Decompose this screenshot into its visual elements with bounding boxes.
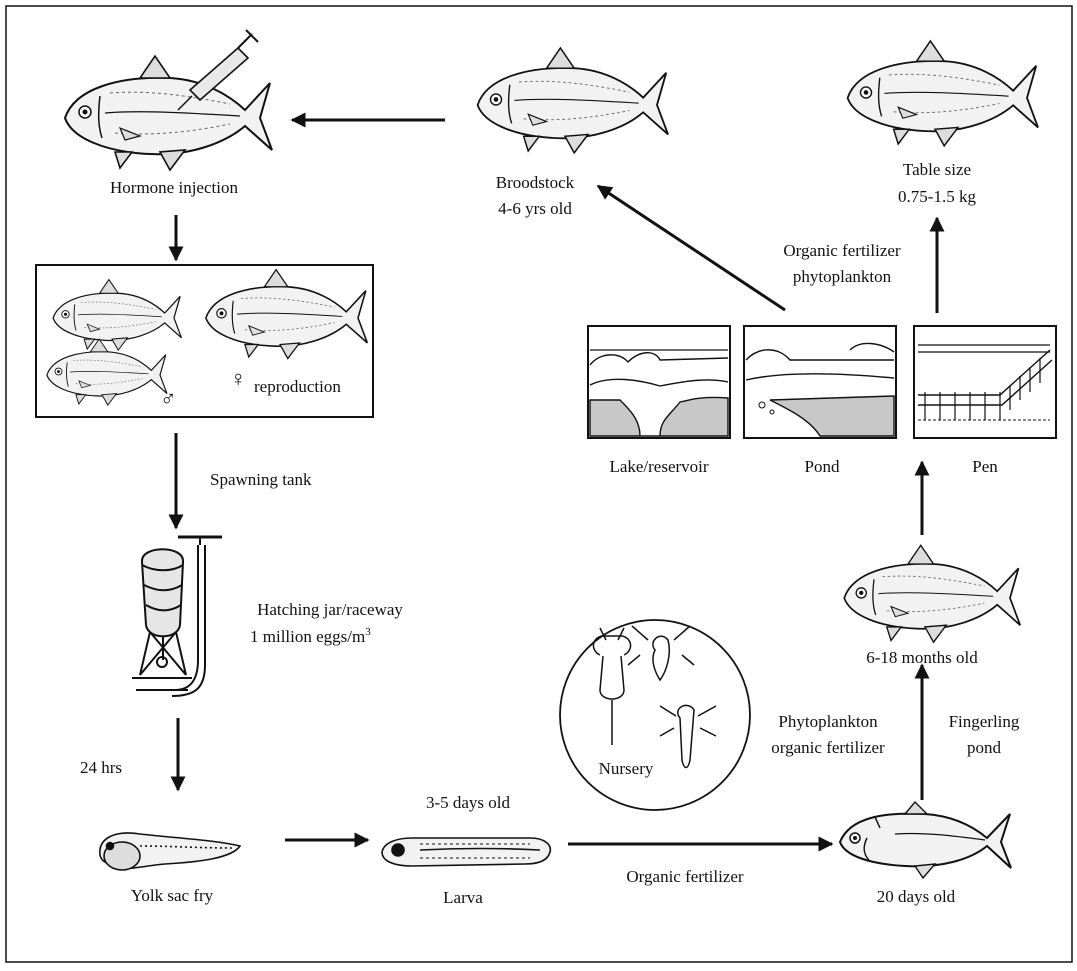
female-symbol: ♀ [230,366,247,391]
organic-fertilizer-bottom-label: Organic fertilizer [626,867,744,886]
fish-icon [206,270,367,359]
larva-label: Larva [443,888,483,907]
egg-density-label: 1 million eggs/m3 [250,626,371,646]
spawning-tank-label: Spawning tank [210,470,312,489]
table-size-weight-label: 0.75-1.5 kg [898,187,976,206]
pond-scene-icon [744,326,896,438]
hatching-jar-label: Hatching jar/raceway [257,600,403,619]
phytoplankton-nursery-label: Phytoplankton [778,712,878,731]
hatching-jar-icon [132,537,222,696]
months-old-label: 6-18 months old [866,648,978,667]
reproduction-label: reproduction [254,377,341,396]
fish-icon [478,48,668,153]
pond-label: Pond [805,457,840,476]
lake-scene-icon [588,326,730,438]
fish-icon [53,280,181,351]
male-symbol: ♂ [160,386,177,411]
fingerling-label: Fingerling [949,712,1020,731]
zooplankton-icon [593,626,716,768]
broodstock-age-label: 4-6 yrs old [498,199,572,218]
pen-scene-icon [914,326,1056,438]
nursery-label: Nursery [599,759,654,778]
twenty-days-old-label: 20 days old [877,887,956,906]
fish-icon [844,545,1020,642]
phytoplankton-label: phytoplankton [793,267,892,286]
hours-label: 24 hrs [80,758,122,777]
pen-label: Pen [972,457,998,476]
yolk-sac-fry-label: Yolk sac fry [131,886,214,905]
yolk-sac-fry-icon [100,833,240,870]
organic-fertilizer-nursery-label: organic fertilizer [771,738,885,757]
nursery-circle [560,620,750,810]
organic-fertilizer-label: Organic fertilizer [783,241,901,260]
fish-icon [47,339,167,405]
fingerling-icon [840,802,1011,878]
hormone-injection-label: Hormone injection [110,178,238,197]
fish-icon [65,56,272,170]
larva-icon [382,838,550,866]
fish-icon [848,41,1038,146]
broodstock-label: Broodstock [496,173,575,192]
fingerling-pond-label: pond [967,738,1002,757]
larva-age-label: 3-5 days old [426,793,511,812]
table-size-label: Table size [903,160,971,179]
lake-reservoir-label: Lake/reservoir [609,457,708,476]
